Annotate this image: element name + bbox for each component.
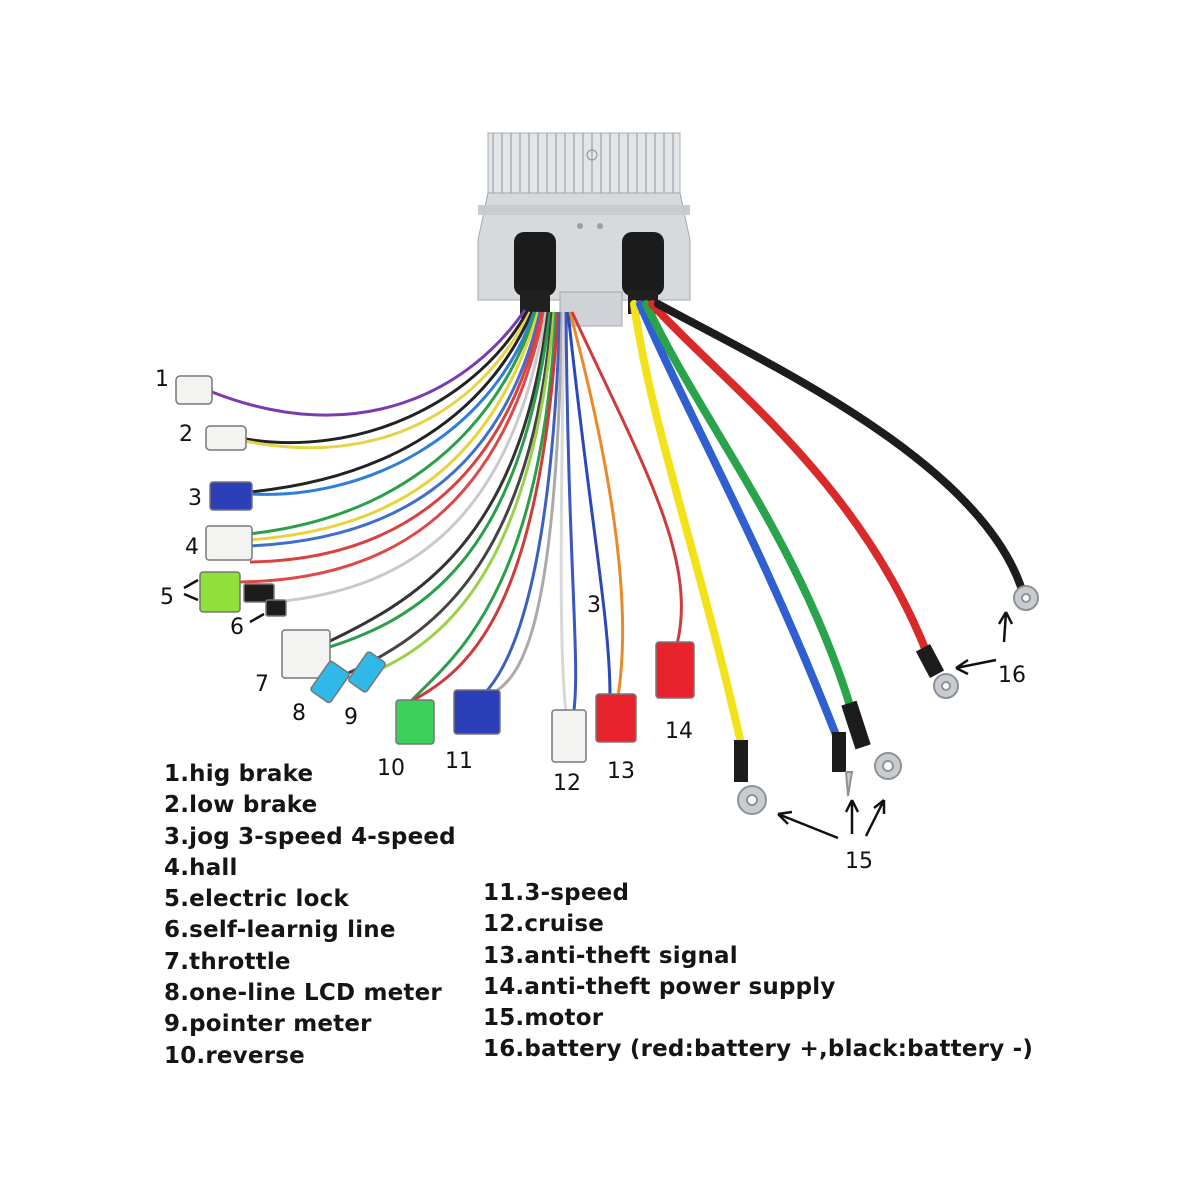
connector-14-icon [655,641,695,699]
connector-1-icon [175,375,213,405]
callout-6: 6 [230,615,244,640]
connector-11-icon [453,689,501,735]
legend-item: 9.pointer meter [164,1011,372,1038]
cable-gland-left [514,232,556,318]
connector-2-icon [205,425,247,451]
callout-9: 9 [344,705,358,730]
signal-wires [211,309,683,713]
callout-12: 12 [553,771,581,796]
callout-2: 2 [179,422,193,447]
callout-16: 16 [998,663,1026,688]
connector-6-icon [243,583,275,603]
callout-5: 5 [160,585,174,610]
connector-icons [175,375,695,763]
power-wires [630,300,1026,782]
connector-5-icon [199,571,241,613]
legend-item: 14.anti-theft power supply [483,973,836,1000]
connector-12-icon [551,709,587,763]
connector-3-icon [209,481,253,511]
legend-item: 16.battery (red:battery +,black:battery … [483,1036,1034,1063]
callout-3b: 3 [587,593,601,618]
callout-7: 7 [255,672,269,697]
callout-8: 8 [292,701,306,726]
callout-11: 11 [445,749,473,774]
legend-item: 13.anti-theft signal [483,942,738,969]
legend-item: 8.one-line LCD meter [164,980,442,1007]
callout-1: 1 [155,367,169,392]
legend-item: 10.reverse [164,1042,305,1069]
controller-box [477,132,691,327]
connector-10-icon [395,699,435,745]
connector-8-icon [310,660,350,704]
legend-left: 1.hig brake 2.low brake 3.jog 3-speed 4-… [164,759,456,1072]
arrow-icons [183,578,1014,840]
legend-item: 5.electric lock [164,886,349,913]
ring-terminal-icons [737,585,1039,815]
legend-item: 12.cruise [483,911,605,938]
connector-9-icon [348,651,386,693]
connector-13-icon [595,693,637,743]
legend-item: 1.hig brake [164,761,314,787]
callout-13: 13 [607,759,635,784]
legend-item: 15.motor [483,1005,604,1032]
callout-4: 4 [185,535,199,560]
legend-item: 3.jog 3-speed 4-speed [164,823,456,850]
legend-right: 11.3-speed 12.cruise 13.anti-theft signa… [483,878,1033,1066]
legend-item: 11.3-speed [483,880,630,906]
callout-14: 14 [665,719,693,744]
legend-item: 7.throttle [164,948,291,975]
connector-4-icon [205,525,253,561]
legend-item: 2.low brake [164,792,318,819]
legend-item: 6.self-learnig line [164,917,396,944]
callout-3: 3 [188,486,202,511]
callout-15: 15 [845,849,873,874]
legend-item: 4.hall [164,854,238,881]
callout-10: 10 [377,756,405,781]
connector-7-icon [281,629,331,679]
